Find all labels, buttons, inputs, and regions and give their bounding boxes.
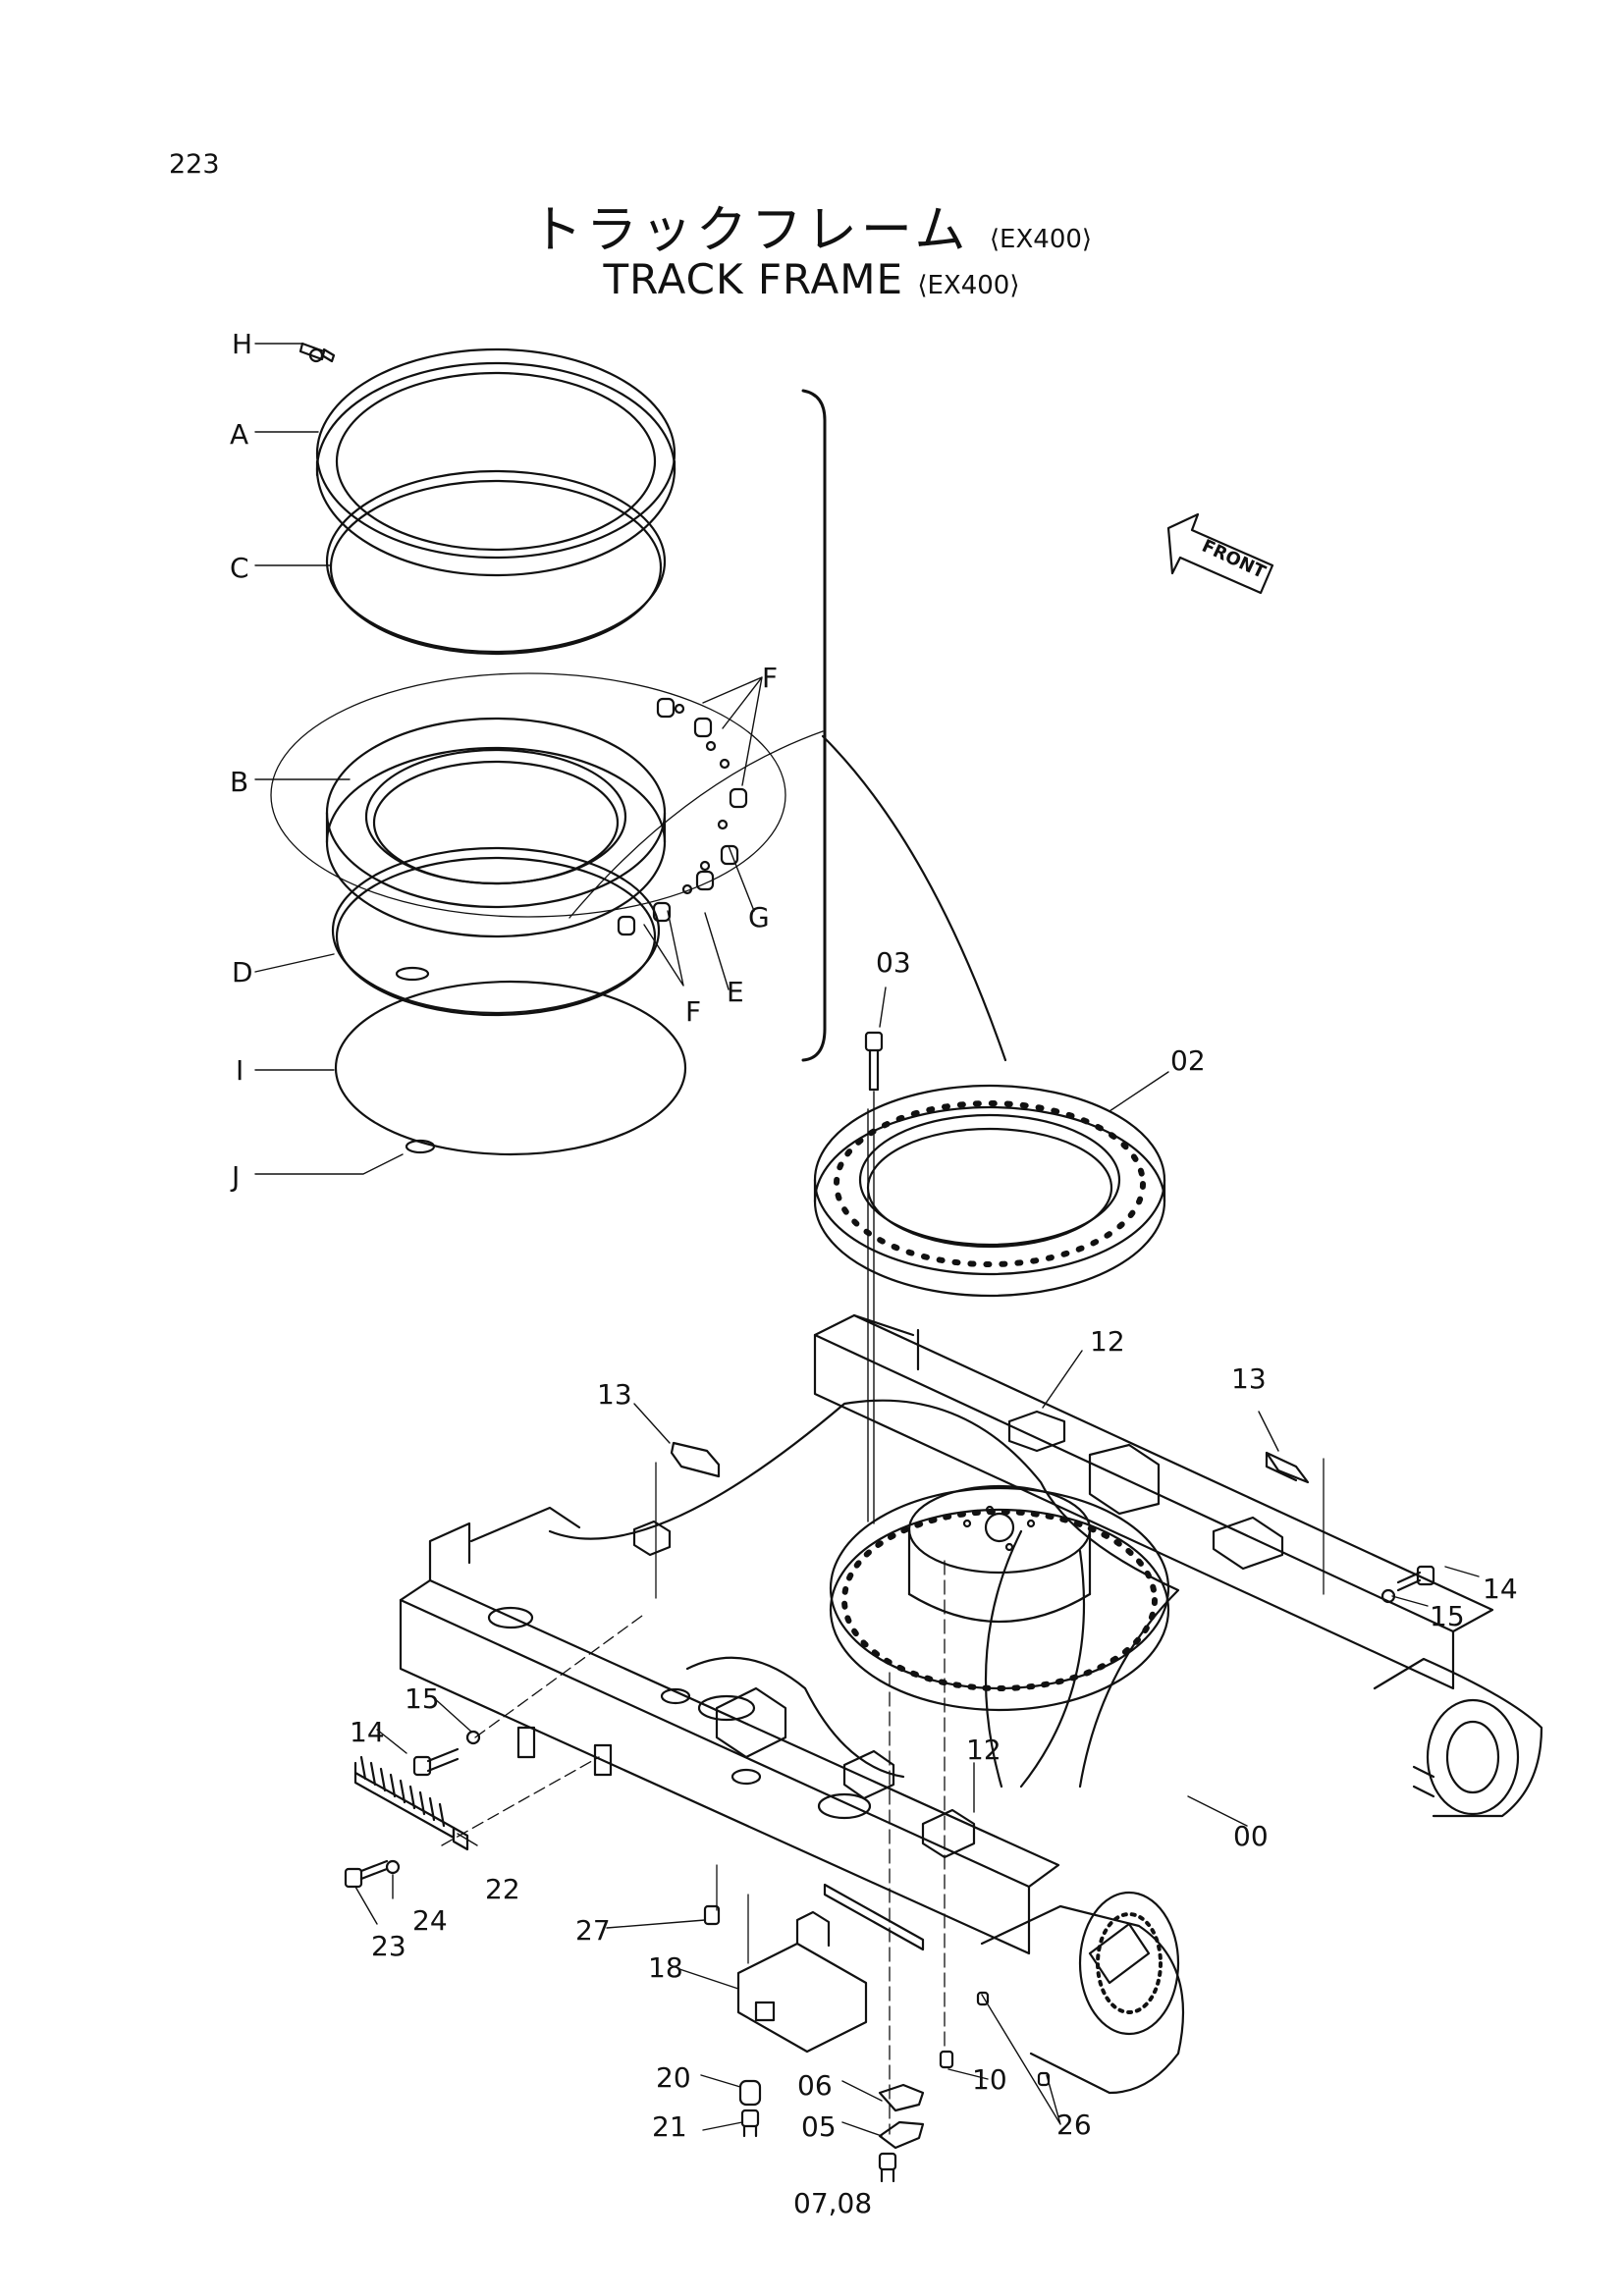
bolt-14-left: [412, 1747, 460, 1777]
callout-14-left: 14: [350, 1716, 385, 1748]
inner-race-b: [325, 717, 667, 938]
bolt-h: [298, 342, 336, 363]
callout-j: J: [230, 1160, 240, 1193]
spacer-20: [738, 2079, 762, 2107]
front-label: FRONT: [1199, 536, 1270, 583]
balls-g-e: [674, 703, 730, 895]
callout-f-top: F: [762, 662, 778, 694]
track-frame-00: [399, 1313, 1543, 2095]
guide-18: [736, 1910, 868, 2054]
axis-22: [441, 1756, 600, 1846]
callout-06: 06: [797, 2069, 833, 2102]
title-japanese: トラックフレーム ⟨EX400⟩: [0, 188, 1623, 262]
callout-b: B: [230, 766, 248, 798]
title-jp-model: ⟨EX400⟩: [989, 225, 1093, 254]
pin-d: [395, 966, 430, 982]
bolt-03: [864, 1031, 884, 1092]
leader-lines: [254, 343, 1480, 2137]
callout-00: 00: [1233, 1820, 1269, 1852]
callout-0708: 07,08: [793, 2187, 872, 2219]
callout-15-left: 15: [405, 1682, 440, 1715]
callout-02: 02: [1170, 1044, 1206, 1077]
callout-12-bottom: 12: [966, 1734, 1001, 1766]
callout-24: 24: [412, 1904, 448, 1937]
callout-f-bottom: F: [685, 995, 701, 1028]
axis-27-18: [716, 1864, 749, 1964]
plate-13-right: [1265, 1451, 1310, 1484]
callout-e: E: [727, 976, 744, 1008]
ring-i: [334, 980, 687, 1156]
washer-15-left: [465, 1730, 481, 1745]
callout-18: 18: [648, 1951, 683, 1984]
plate-05: [878, 2120, 925, 2150]
page-number: 223: [169, 149, 220, 180]
plug-10: [939, 2050, 954, 2069]
plate-06: [878, 2083, 925, 2112]
callout-d: D: [232, 956, 253, 988]
title-en-text: TRACK FRAME: [603, 255, 903, 303]
bracket-leader: [821, 734, 1007, 1062]
callout-12-top: 12: [1090, 1325, 1125, 1358]
front-arrow-icon: FRONT: [1166, 512, 1274, 595]
callout-10: 10: [972, 2063, 1007, 2096]
swing-bearing-group: [270, 342, 1007, 1156]
callout-13-right: 13: [1231, 1362, 1267, 1395]
bolt-axis-03: [867, 1091, 875, 1524]
outer-race-a: [315, 347, 676, 577]
bolt-23: [344, 1859, 389, 1889]
chain-guard-22: [353, 1755, 925, 1951]
callout-a: A: [230, 418, 248, 451]
pin-j: [405, 1139, 436, 1154]
callout-27: 27: [575, 1914, 611, 1947]
callout-g: G: [748, 901, 770, 934]
callout-i: I: [236, 1054, 243, 1087]
axis-14-left: [474, 1615, 643, 1738]
callout-13-left: 13: [597, 1378, 632, 1411]
title-english: TRACK FRAME ⟨EX400⟩: [0, 255, 1623, 303]
callout-03: 03: [876, 946, 911, 979]
plug-27: [703, 1904, 721, 1926]
plugs-f: [617, 697, 748, 936]
title-en-model: ⟨EX400⟩: [917, 271, 1020, 300]
bolt-0708: [878, 2152, 897, 2183]
bracket-leader-2: [568, 730, 824, 919]
callout-26: 26: [1056, 2109, 1092, 2141]
callout-22: 22: [485, 1873, 520, 1905]
callout-20: 20: [656, 2061, 691, 2094]
callout-h: H: [232, 328, 252, 360]
swing-circle-02: [813, 1084, 1166, 1298]
callout-23: 23: [371, 1930, 406, 1962]
washer-24: [385, 1859, 401, 1875]
bolt-14-right: [1396, 1565, 1435, 1592]
title-jp-text: トラックフレーム: [530, 201, 970, 260]
plug-26: [976, 1991, 1051, 2087]
seal-d: [331, 846, 661, 1017]
plate-13-left: [670, 1441, 721, 1478]
callout-05: 05: [801, 2110, 837, 2143]
seal-c: [325, 469, 667, 656]
assembly-outline: [270, 672, 786, 918]
callout-21: 21: [652, 2110, 687, 2143]
group-bracket: [801, 389, 827, 1062]
callout-15-right: 15: [1430, 1600, 1465, 1632]
callout-14-right: 14: [1483, 1573, 1518, 1605]
callout-c: C: [230, 552, 249, 584]
bolt-21: [740, 2109, 760, 2138]
